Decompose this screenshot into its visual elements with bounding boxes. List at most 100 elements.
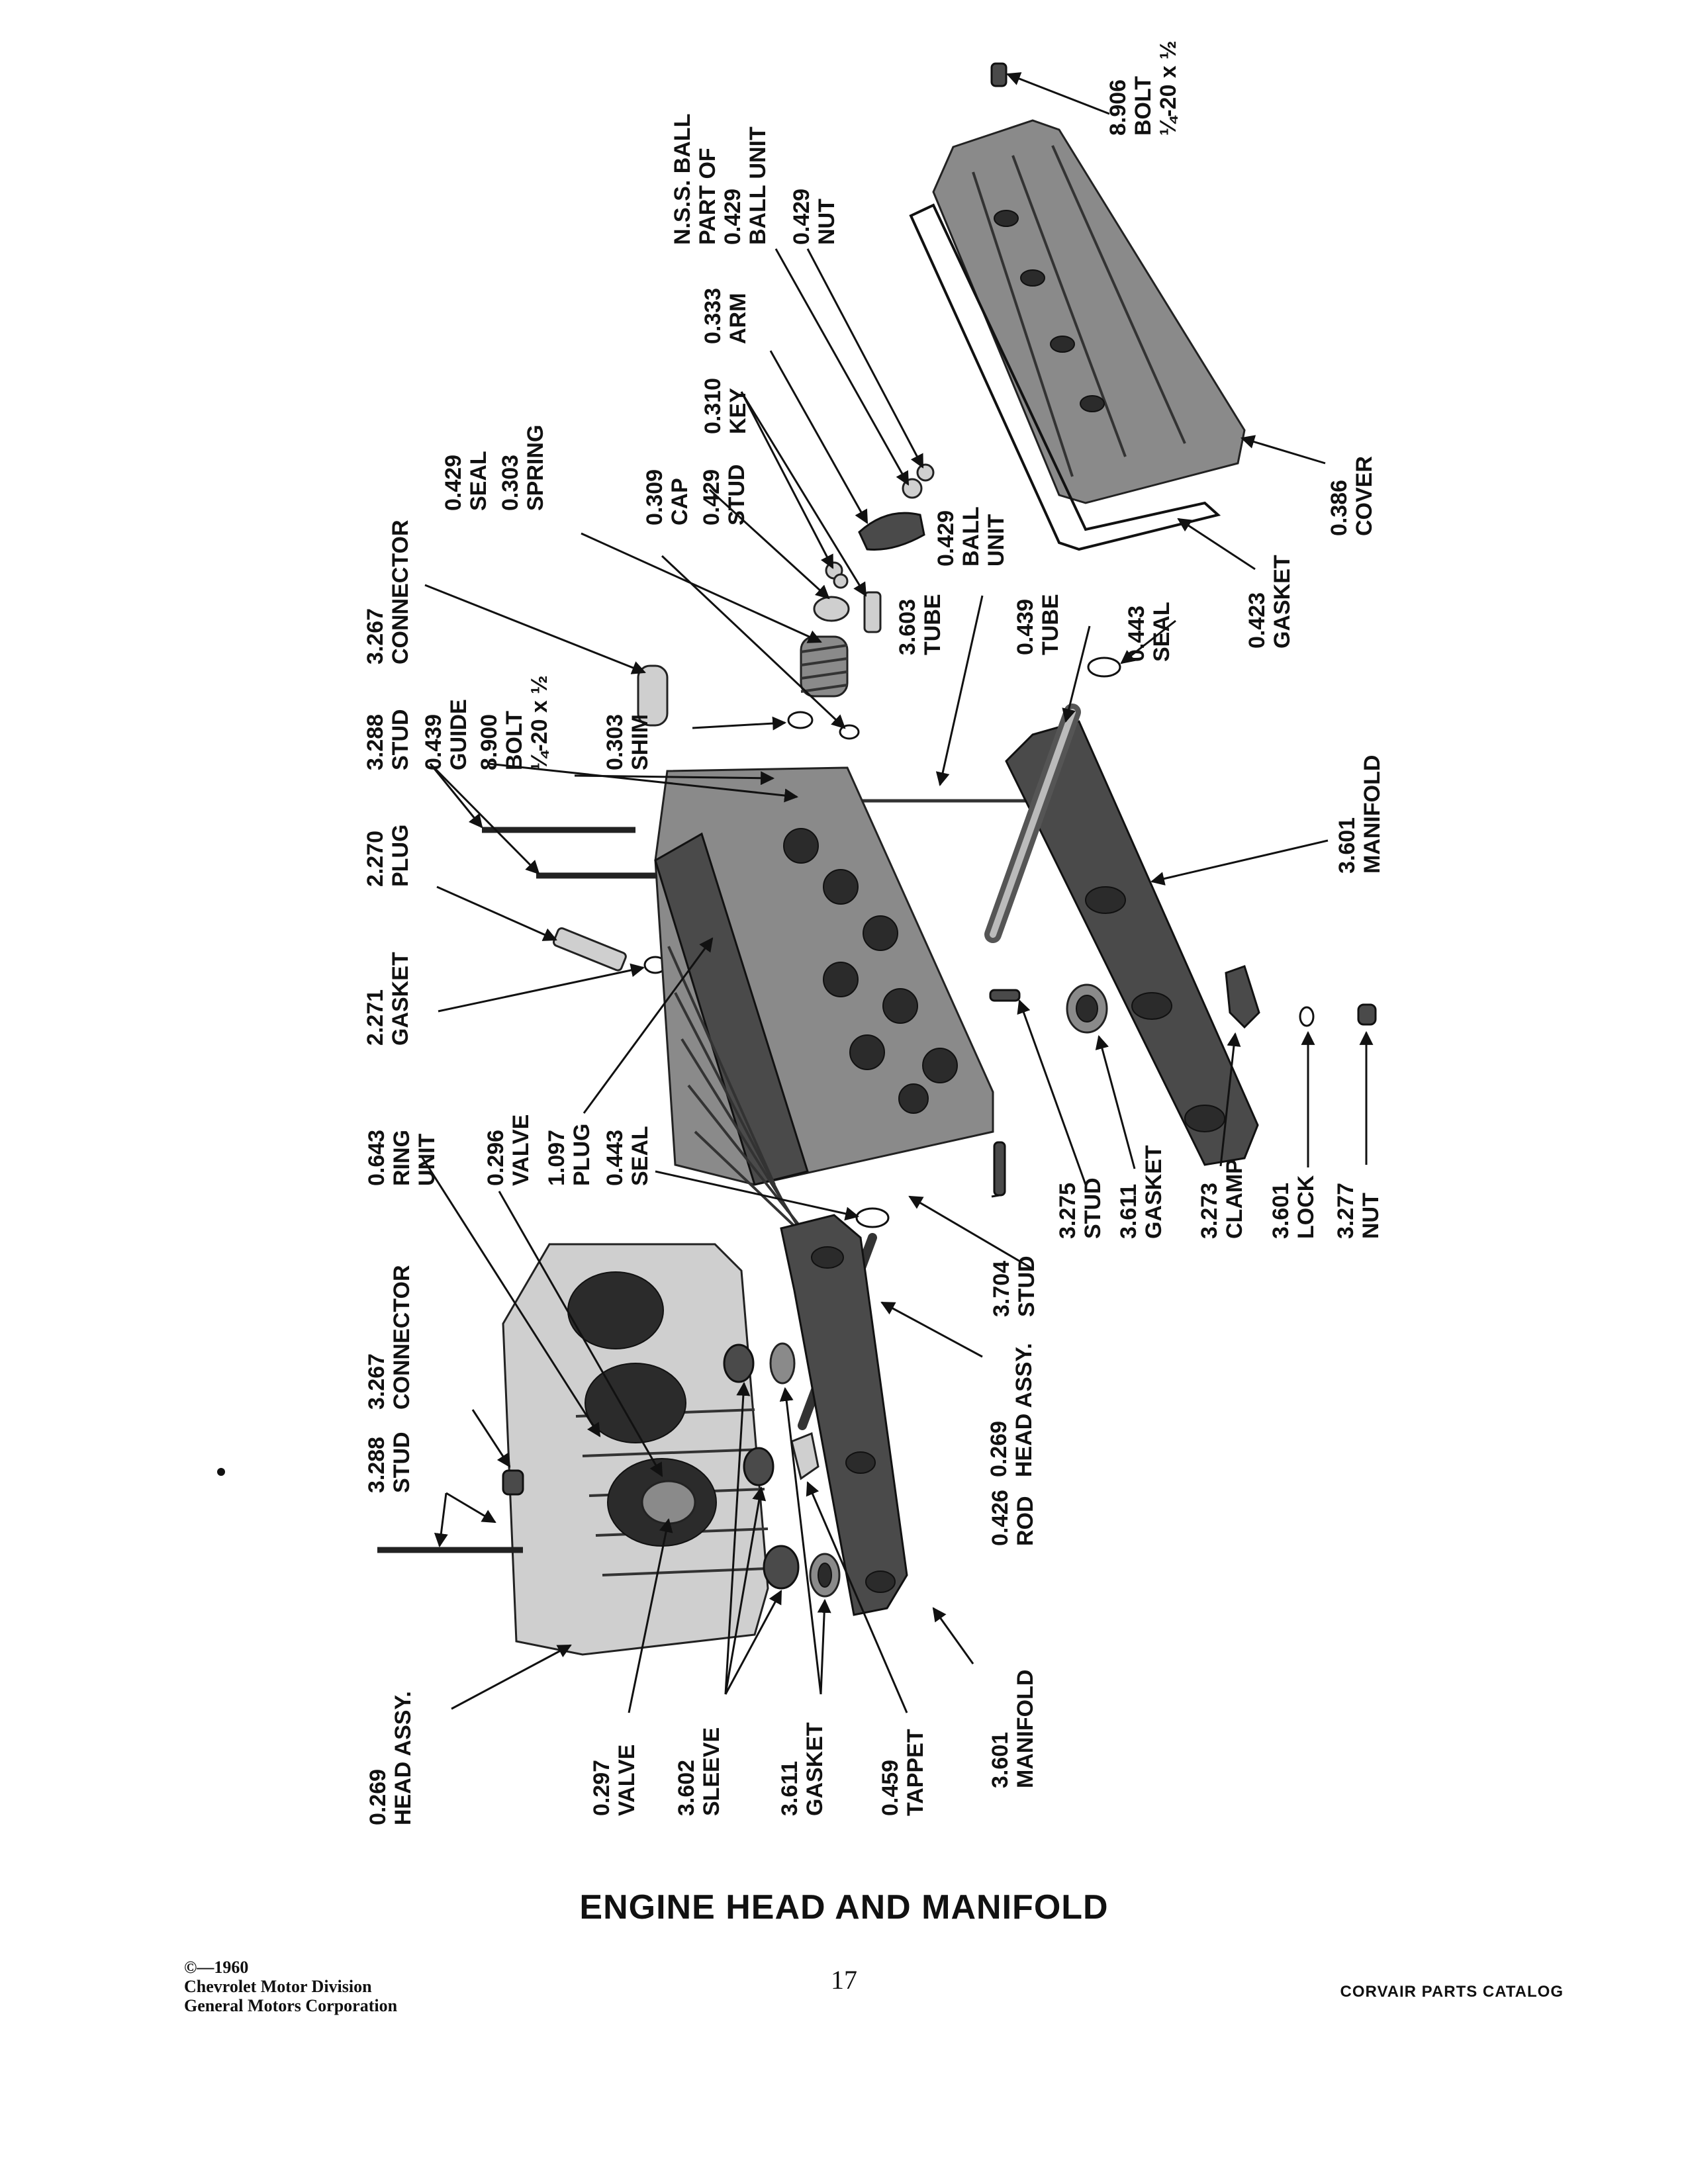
label-line: 0.426 (988, 1490, 1013, 1546)
label-line: SPRING (523, 425, 548, 511)
label-line: KEY (726, 388, 751, 434)
label-line: 0.296 (483, 1130, 508, 1186)
catalog-name: CORVAIR PARTS CATALOG (1340, 1983, 1564, 2001)
label-line: 0.309 (642, 469, 667, 525)
diagram-title: ENGINE HEAD AND MANIFOLD (579, 1888, 1109, 1927)
label-line: PLUG (388, 825, 413, 887)
label-line: 3.601 (988, 1732, 1013, 1788)
label-ring-unit-0643: 0.643RINGUNIT (364, 1130, 440, 1186)
label-line: BALL (959, 506, 984, 567)
label-stud-3704: 3.704STUD (989, 1255, 1039, 1317)
label-line: HEAD ASSY. (1011, 1343, 1037, 1477)
label-bolt-8906: 8.906BOLT¼-20 x ½ (1105, 40, 1181, 136)
label-line: ¼-20 x ½ (527, 675, 552, 770)
label-line: SHIM (628, 714, 653, 770)
label-line: 0.269 (365, 1769, 391, 1825)
label-line: CONNECTOR (389, 1265, 414, 1410)
label-line: 3.611 (777, 1761, 802, 1816)
label-line: 1.097 (544, 1130, 569, 1186)
label-line: GASKET (1141, 1145, 1166, 1239)
label-line: 3.602 (674, 1760, 699, 1816)
label-line: 3.273 (1197, 1183, 1222, 1239)
label-line: 3.288 (363, 714, 388, 770)
spark-plug-part (552, 927, 667, 974)
shim-ring-part (787, 711, 814, 729)
cover-gasket-part (909, 203, 1221, 551)
label-nut-3277: 3.277NUT (1333, 1183, 1383, 1239)
label-line: ARM (726, 293, 751, 344)
connector-top-part (637, 664, 669, 727)
label-clamp-3273: 3.273CLAMP (1197, 1159, 1247, 1239)
label-seal-0443-top: 0.443SEAL (1124, 602, 1174, 662)
label-line: 8.906 (1105, 79, 1131, 136)
label-line: STUD (724, 464, 749, 525)
cylinder-head-part (654, 766, 994, 1259)
label-spring-0303: 0.303SPRING (498, 425, 548, 511)
label-line: 2.270 (363, 831, 388, 887)
label-line: NUT (814, 199, 839, 245)
label-line: TUBE (1038, 594, 1063, 655)
label-line: STUD (389, 1432, 414, 1493)
label-line: UNIT (984, 514, 1009, 567)
label-sleeve-3602: 3.602SLEEVE (674, 1727, 724, 1816)
copyright-line: ©—1960 (184, 1958, 249, 1977)
label-line: GASKET (388, 952, 413, 1046)
label-shim-0303: 0.303SHIM (602, 714, 653, 770)
label-gasket-3611-bottom: 3.611GASKET (777, 1722, 827, 1816)
label-line: BOLT (1131, 76, 1156, 136)
label-head-assy-0269-right: 0.269HEAD ASSY. (986, 1343, 1037, 1477)
label-gasket-0423: 0.423GASKET (1244, 555, 1295, 649)
label-line: UNIT (414, 1133, 440, 1186)
stud-3704-part (993, 1141, 1006, 1197)
label-manifold-3601-right: 3.601MANIFOLD (1335, 755, 1385, 874)
label-line: MANIFOLD (1013, 1670, 1038, 1788)
label-line: 3.601 (1268, 1183, 1293, 1239)
label-line: SEAL (628, 1126, 653, 1186)
label-line: 0.439 (421, 714, 446, 770)
valve-spring-part (800, 635, 849, 698)
label-line: 3.611 (1116, 1184, 1141, 1239)
label-line: SEAL (1149, 602, 1174, 662)
label-line: SEAL (466, 451, 491, 511)
label-line: 0.443 (1124, 606, 1149, 662)
label-line: 3.267 (364, 1353, 389, 1410)
label-line: TUBE (920, 594, 945, 655)
label-line: 3.288 (364, 1437, 389, 1493)
label-line: 0.423 (1244, 592, 1270, 649)
rocker-arm-parts (813, 463, 935, 633)
label-connector-3267-top: 3.267CONNECTOR (363, 520, 413, 665)
label-line: 3.267 (363, 608, 388, 664)
label-line: MANIFOLD (1360, 755, 1385, 874)
label-line: CAP (667, 478, 692, 525)
label-line: 0.333 (700, 288, 726, 344)
label-cap-0309: 0.309CAP (642, 469, 692, 525)
label-line: COVER (1352, 456, 1377, 536)
label-guide-0439: 0.439GUIDE (421, 699, 471, 770)
label-tappet-0459: 0.459TAPPET (878, 1729, 928, 1816)
label-line: SLEEVE (699, 1727, 724, 1816)
label-nss-ball: N.S.S. BALLPART OF0.429BALL UNIT (670, 114, 771, 245)
copyright-line: Chevrolet Motor Division (184, 1977, 372, 1996)
label-line: 0.643 (364, 1130, 389, 1186)
label-tube-0439: 0.439TUBE (1013, 594, 1063, 655)
label-line: STUD (1014, 1255, 1039, 1317)
label-plug-1097: 1.097PLUG (544, 1124, 594, 1186)
label-plug-2270: 2.270PLUG (363, 825, 413, 887)
label-line: CLAMP (1222, 1159, 1247, 1239)
label-line: N.S.S. BALL (670, 114, 695, 245)
label-line: 0.439 (1013, 599, 1038, 655)
label-line: GASKET (1270, 555, 1295, 649)
bolt-8906-part (990, 62, 1008, 87)
copyright-line: General Motors Corporation (184, 1996, 398, 2015)
label-line: CONNECTOR (388, 520, 413, 665)
leader-lines (420, 72, 1374, 1713)
label-line: NUT (1358, 1193, 1383, 1239)
label-line: 3.603 (895, 599, 920, 655)
label-line: ROD (1013, 1496, 1038, 1546)
label-line: STUD (1080, 1177, 1105, 1239)
label-nut-0429: 0.429NUT (789, 189, 839, 245)
label-line: BOLT (502, 711, 527, 770)
label-line: 8.900 (477, 714, 502, 770)
label-line: STUD (388, 709, 413, 770)
label-line: 0.269 (986, 1421, 1011, 1477)
